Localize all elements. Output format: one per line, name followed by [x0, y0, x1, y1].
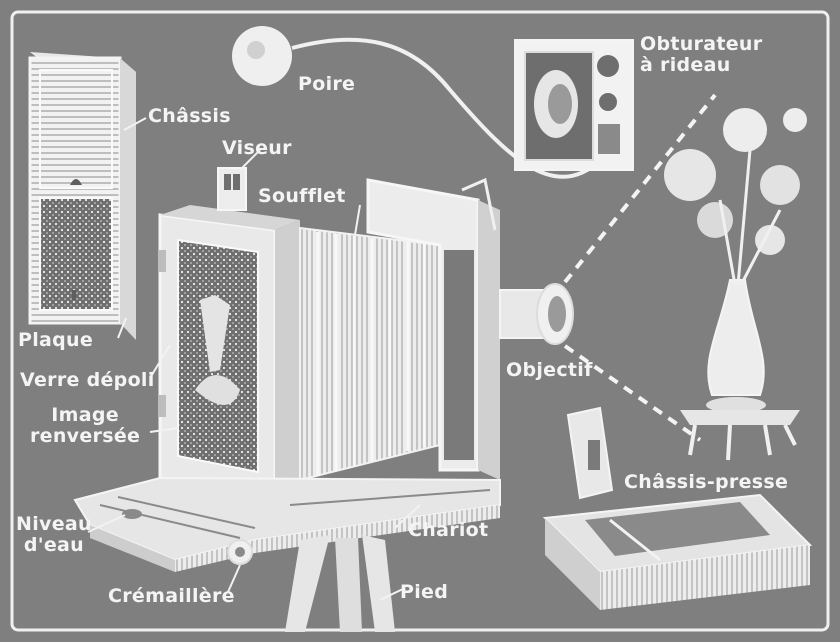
label-niveau-line1: Niveau — [16, 513, 92, 535]
leader-lines — [87, 117, 421, 601]
camera-back-standard — [158, 205, 300, 502]
label-chassis-presse: Châssis-presse — [624, 471, 789, 493]
label-objectif: Objectif — [506, 359, 593, 381]
label-obturateur-line1: Obturateur — [640, 33, 763, 55]
pied-tripod — [285, 535, 395, 632]
label-chariot: Chariot — [408, 519, 489, 541]
label-niveau-eau: Niveau d'eau — [16, 514, 92, 556]
label-obturateur: Obturateur à rideau — [640, 34, 762, 76]
label-image-renversee: Image renversée — [30, 405, 140, 447]
frame-border — [10, 10, 830, 632]
camera-front-standard — [366, 177, 500, 480]
niveau-bubble — [122, 509, 142, 519]
label-cremaillere: Crémaillère — [108, 585, 235, 607]
poire-bulb — [232, 26, 612, 179]
soufflet-bellows — [299, 226, 441, 482]
label-image-line2: renversée — [30, 425, 141, 447]
label-image-line1: Image — [51, 404, 119, 426]
label-viseur: Viseur — [222, 137, 292, 159]
chassis-presse — [542, 406, 813, 610]
label-poire: Poire — [298, 73, 356, 95]
obturateur-shutter — [514, 39, 634, 171]
cremaillere-knob — [227, 539, 253, 565]
flower-vase-subject — [664, 108, 807, 461]
light-rays — [563, 93, 717, 442]
label-chassis: Châssis — [148, 105, 231, 127]
label-pied: Pied — [400, 581, 449, 603]
label-verre-depoli: Verre dépoli — [20, 369, 155, 391]
viseur-viewfinder — [217, 167, 247, 211]
label-soufflet: Soufflet — [258, 185, 346, 207]
label-plaque: Plaque — [18, 329, 94, 351]
label-niveau-line2: d'eau — [23, 534, 84, 556]
label-obturateur-line2: à rideau — [640, 54, 731, 76]
chassis-plate-holder — [28, 52, 136, 340]
objectif-lens — [499, 283, 574, 345]
